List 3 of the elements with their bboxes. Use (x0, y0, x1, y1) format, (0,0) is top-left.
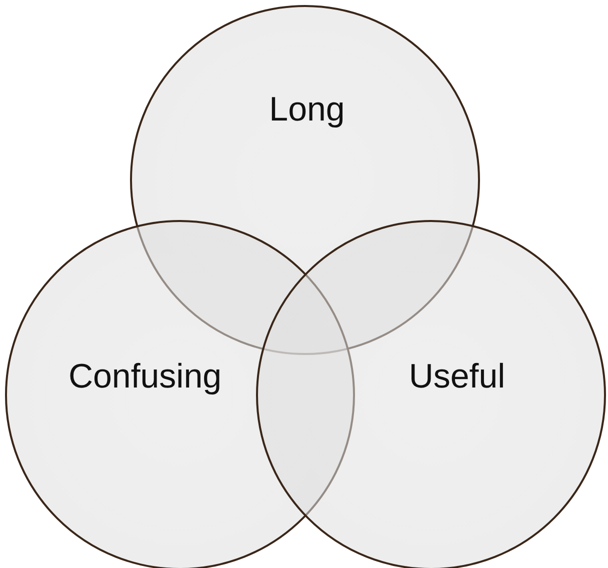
set-label: Confusing (68, 358, 222, 396)
set-label: Useful (408, 358, 506, 396)
set-label: Long (269, 90, 345, 130)
